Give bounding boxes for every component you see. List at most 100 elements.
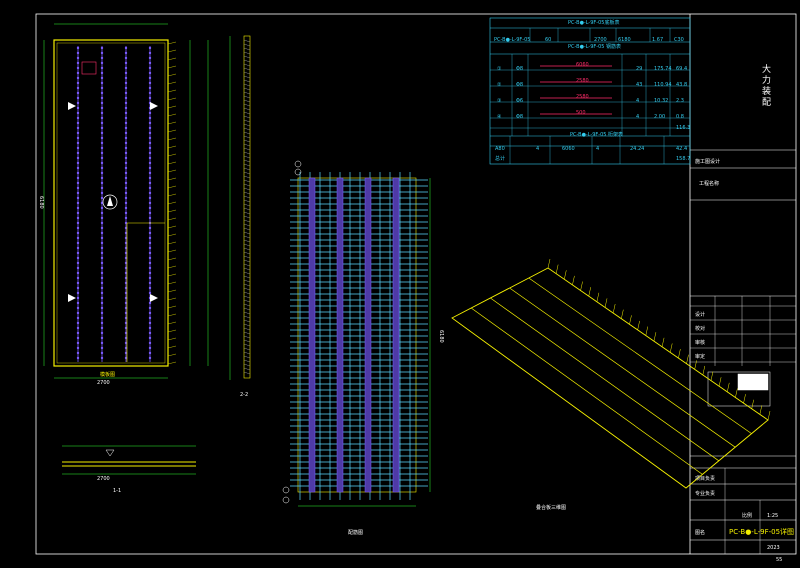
rebar-row-3-wt: 2.3 xyxy=(676,98,684,104)
section-hatch xyxy=(243,39,251,43)
section-hatch xyxy=(243,247,251,251)
section-hatch xyxy=(243,119,251,123)
tb-row-2: 校对 xyxy=(695,326,706,332)
iso-rebar-stub xyxy=(661,337,665,347)
iso-rebar-stub xyxy=(596,292,600,302)
iso-panel-outline xyxy=(451,267,769,489)
truss-row-1-total: 24.24 xyxy=(630,146,645,152)
section-hatch xyxy=(243,271,251,275)
section-hatch xyxy=(243,103,251,107)
section-hatch xyxy=(243,303,251,307)
section-hatch xyxy=(243,91,251,95)
section-hatch xyxy=(243,143,251,147)
rebar-row-2-wt: 43.8 xyxy=(676,82,688,88)
lifting-point-icon xyxy=(68,294,76,302)
iso-rebar-stub xyxy=(727,382,730,392)
section-hatch xyxy=(243,79,251,83)
edge-tick xyxy=(167,81,177,85)
rebar-truss-3 xyxy=(364,177,372,493)
project-label: 工程名称 xyxy=(699,181,720,187)
section-hatch xyxy=(243,291,251,295)
edge-tick xyxy=(167,65,177,69)
plan-panel-inner xyxy=(56,42,166,364)
iso-rebar-stub xyxy=(564,270,567,280)
edge-tick xyxy=(167,337,177,341)
rebar-table xyxy=(489,17,691,165)
section-hatch xyxy=(243,183,251,187)
edge-tick xyxy=(167,193,177,197)
edge-tick xyxy=(167,49,177,53)
drawing-frame xyxy=(35,13,797,555)
section-hatch xyxy=(243,371,251,375)
rebar-row-4-count: 4 xyxy=(636,114,640,120)
truss-row-1-id: A80 xyxy=(495,146,505,152)
section-hatch xyxy=(243,99,251,103)
section-hatch xyxy=(243,347,251,351)
edge-tick xyxy=(167,113,177,117)
edge-tick xyxy=(167,161,177,165)
iso-view-label: 叠合板三维图 xyxy=(536,505,567,511)
table-row1-vol: 1.67 xyxy=(652,37,664,43)
edge-tick xyxy=(167,105,177,109)
drawing-number: PC-B●-L-9F-05详图 xyxy=(729,528,795,536)
iso-edge xyxy=(451,317,687,489)
iso-rebar-stub xyxy=(759,405,763,415)
stamp-fill xyxy=(737,373,769,391)
edge-tick xyxy=(167,273,177,277)
section-hatch xyxy=(243,203,251,207)
edge-tick xyxy=(167,185,177,189)
table-row1-grade: C30 xyxy=(674,37,684,43)
truss-row-1-count: 4 xyxy=(596,146,600,152)
section-hatch xyxy=(243,67,251,71)
section-hatch xyxy=(243,179,251,183)
rebar-row-3-spec: Φ6 xyxy=(516,98,524,104)
edge-tick xyxy=(167,233,177,237)
edge-tick xyxy=(167,305,177,309)
edge-tick xyxy=(167,169,177,173)
iso-rebar-stub xyxy=(735,388,738,398)
iso-rebar-stub xyxy=(702,365,706,376)
edge-tick xyxy=(167,217,177,221)
truss-total-label: 总计 xyxy=(495,156,506,162)
section-hatch xyxy=(243,127,251,131)
rebar-callout xyxy=(294,168,302,176)
section-hatch xyxy=(243,263,251,267)
section-hatch xyxy=(243,343,251,347)
section-hatch xyxy=(243,327,251,331)
section-hatch xyxy=(243,319,251,323)
opening-marker xyxy=(81,61,97,75)
edge-tick xyxy=(167,225,177,229)
section-hatch xyxy=(243,231,251,235)
section-hatch xyxy=(243,95,251,99)
edge-tick xyxy=(167,177,177,181)
edge-tick xyxy=(167,129,177,133)
edge-tick xyxy=(167,89,177,93)
section-hatch xyxy=(243,335,251,339)
table-row1-w: 2700 xyxy=(594,37,607,43)
iso-rebar-stub xyxy=(743,394,746,404)
rebar-row-2-shape: 2580 xyxy=(576,78,589,84)
plan-view-label: 模板图 xyxy=(100,372,116,378)
rebar-callout xyxy=(282,486,290,494)
rebar-row-3-len: 10.32 xyxy=(654,98,669,104)
tb-row-5: 项目负责 xyxy=(695,476,716,482)
lifting-point-icon xyxy=(150,102,158,110)
truss-row-1-wt: 42.4 xyxy=(676,146,688,152)
edge-tick xyxy=(167,329,177,333)
scale-value: 1:25 xyxy=(767,513,779,519)
section-hatch xyxy=(243,299,251,303)
section-hatch xyxy=(243,139,251,143)
section-11-marker xyxy=(105,449,115,457)
rebar-row-1-count: 29 xyxy=(636,66,643,72)
section-hatch xyxy=(243,123,251,127)
section-hatch xyxy=(243,359,251,363)
section-hatch xyxy=(243,71,251,75)
section-hatch xyxy=(243,167,251,171)
rebar-panel-outline xyxy=(297,177,417,493)
section-hatch xyxy=(243,187,251,191)
iso-rebar-stub xyxy=(612,303,616,314)
section-hatch xyxy=(243,235,251,239)
section-hatch xyxy=(243,55,251,59)
iso-rebar-stub xyxy=(710,371,714,381)
